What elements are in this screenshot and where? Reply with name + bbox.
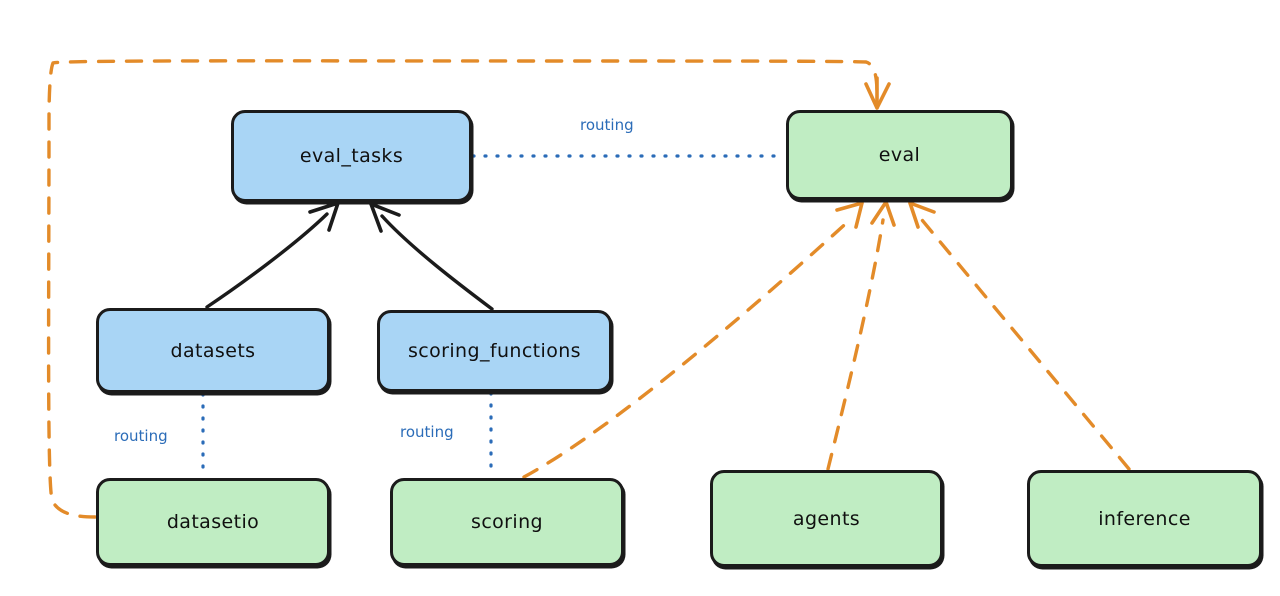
node-label: scoring xyxy=(471,511,543,533)
node-label: datasets xyxy=(170,339,256,362)
node-label: eval_tasks xyxy=(299,145,404,167)
edge-label-routing-eval: routing xyxy=(580,116,634,134)
edge-label-routing-datasetio: routing xyxy=(114,427,168,445)
node-eval-tasks[interactable]: eval_tasks xyxy=(231,110,472,202)
edge-inference-to-eval xyxy=(908,201,1131,471)
edge-label-routing-scoring: routing xyxy=(400,423,454,441)
node-inference[interactable]: inference xyxy=(1027,470,1262,567)
node-label: scoring_functions xyxy=(408,340,581,362)
node-label: datasetio xyxy=(166,511,260,533)
node-datasetio[interactable]: datasetio xyxy=(96,478,330,566)
node-label: eval xyxy=(878,144,921,166)
edge-agents-to-eval xyxy=(826,200,896,471)
node-label: agents xyxy=(792,507,861,530)
node-datasets[interactable]: datasets xyxy=(96,308,330,393)
node-agents[interactable]: agents xyxy=(710,470,943,567)
edge-datasetio-to-eval xyxy=(46,59,891,519)
edge-scoring-functions-to-eval-tasks xyxy=(369,202,494,311)
node-scoring[interactable]: scoring xyxy=(390,478,624,566)
node-label: inference xyxy=(1098,507,1191,530)
node-eval[interactable]: eval xyxy=(786,110,1013,200)
node-scoring-functions[interactable]: scoring_functions xyxy=(377,310,612,392)
edge-scoring-to-eval xyxy=(522,201,864,479)
edge-datasets-to-eval-tasks xyxy=(205,201,340,309)
